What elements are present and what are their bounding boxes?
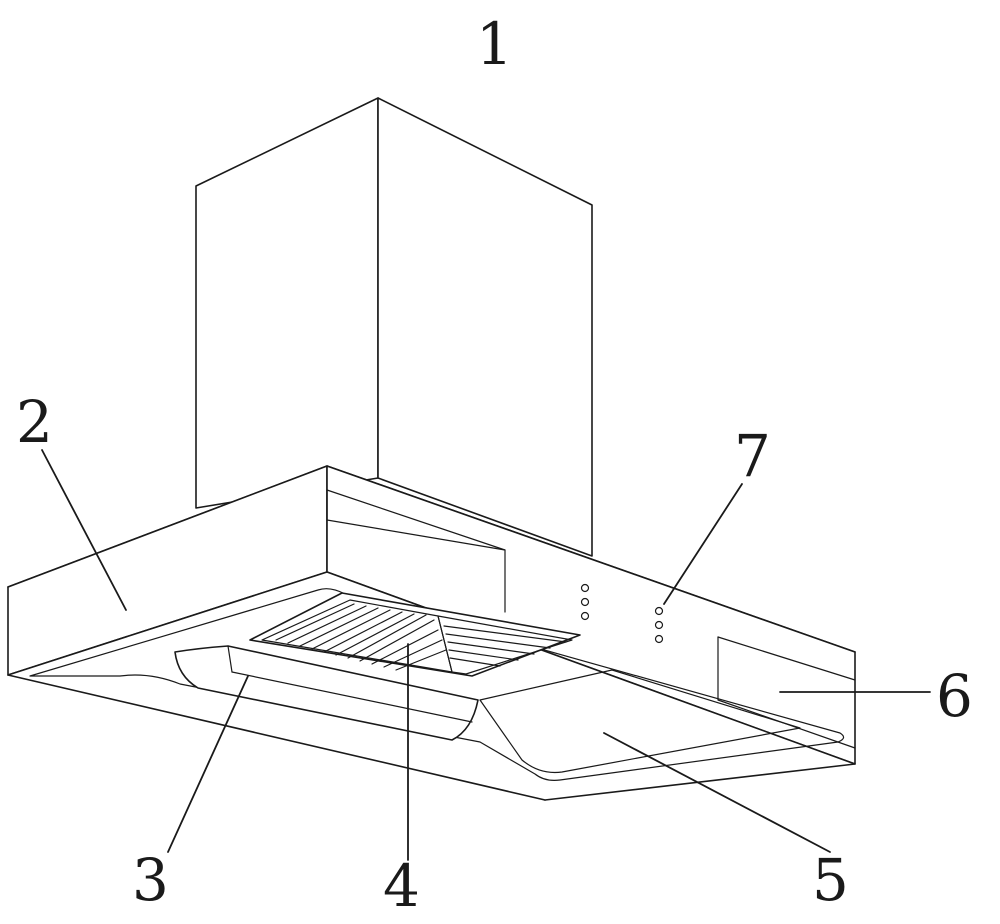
control-buttons [580, 583, 664, 644]
callout-6: 6 [936, 662, 973, 730]
button-right-middle [654, 620, 664, 630]
chimney [195, 97, 593, 557]
chimney-right-face [377, 97, 593, 557]
hood-right-recess-top [717, 636, 856, 681]
button-left-middle [580, 597, 590, 607]
callout-1: 1 [476, 10, 513, 78]
callout-3: 3 [132, 846, 169, 914]
leader-2 [41, 449, 127, 611]
leader-lines [41, 449, 931, 861]
filter-ribs-right [443, 625, 567, 667]
oil-cup-groove [231, 671, 473, 723]
bottom-tray [7, 571, 856, 801]
filter-right-panel [437, 615, 573, 675]
oil-cup-edge [227, 645, 233, 673]
callout-labels: 1 2 3 4 5 6 7 [16, 10, 973, 920]
callout-4: 4 [383, 852, 420, 920]
leader-7 [663, 483, 743, 605]
filter-grille [249, 592, 581, 677]
button-left-bottom [580, 611, 590, 621]
hood-top-inner-edge [326, 489, 506, 551]
button-right-top [654, 606, 664, 616]
oil-cup-body [174, 645, 479, 741]
button-right-bottom [654, 634, 664, 644]
filter-ribs-left [275, 603, 447, 671]
button-left-top [580, 583, 590, 593]
leader-3 [167, 675, 249, 853]
leader-5 [603, 732, 831, 853]
hood-right-recess [717, 636, 856, 749]
callout-5: 5 [812, 846, 849, 914]
oil-cup-bar [174, 645, 479, 741]
hood-left-recess [326, 489, 506, 613]
callout-7: 7 [734, 422, 771, 490]
bottom-tray-right-panel [479, 669, 801, 774]
callout-2: 2 [16, 388, 53, 456]
chimney-left-face [195, 97, 379, 509]
bottom-tray-inner-rim [29, 588, 845, 781]
bottom-tray-outline [7, 571, 856, 801]
